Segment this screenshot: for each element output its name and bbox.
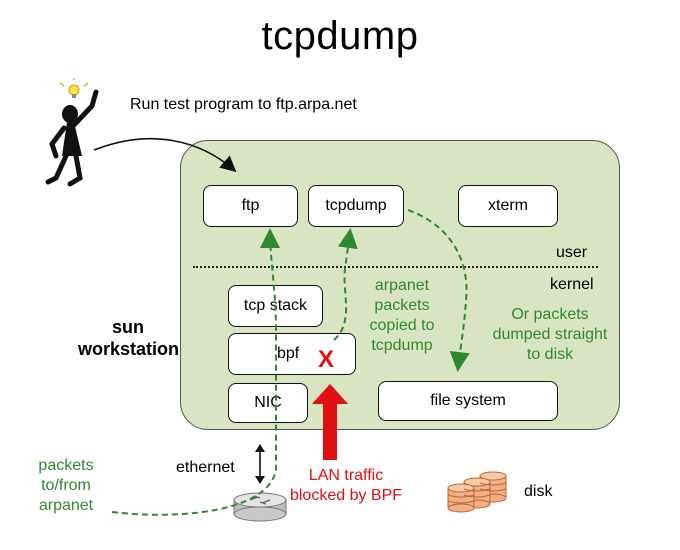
arpanet-note-line: to/from	[41, 477, 91, 494]
user-space-label: user	[556, 244, 588, 261]
router-icon	[233, 492, 287, 522]
blocked-note-line: LAN traffic	[308, 467, 384, 484]
dumped-note-line: to disk	[526, 346, 574, 363]
arpanet-note-line: packets	[38, 457, 94, 474]
dumped-note-line: dumped straight	[492, 326, 608, 343]
copied-note-line: tcpdump	[371, 337, 433, 354]
workstation-label: sun workstation	[78, 316, 180, 360]
tcp-stack-box: tcp stack	[228, 285, 323, 327]
blocked-note: LAN traffic blocked by BPF	[286, 466, 406, 506]
user-kernel-divider	[193, 266, 598, 268]
dumped-note-line: Or packets	[511, 306, 589, 323]
ftp-box: ftp	[203, 185, 298, 227]
tcpdump-box: tcpdump	[308, 185, 404, 227]
blocked-x-mark: X	[318, 346, 335, 373]
workstation-label-line: sun	[111, 317, 144, 337]
arpanet-note-line: arpanet	[38, 497, 94, 514]
file-system-box: file system	[378, 381, 558, 421]
lightbulb-icon	[59, 78, 89, 98]
bpf-box: bpf	[228, 333, 356, 375]
nic-box: NIC	[228, 383, 308, 423]
page-title: tcpdump	[261, 14, 419, 58]
ethernet-label: ethernet	[176, 459, 235, 476]
xterm-box: xterm	[458, 185, 558, 227]
disk-label: disk	[524, 483, 553, 500]
blocked-note-line: blocked by BPF	[289, 487, 403, 504]
disk-stack-icon	[447, 471, 507, 513]
ethernet-link-arrow	[255, 444, 265, 484]
kernel-space-label: kernel	[550, 276, 594, 293]
caption: Run test program to ftp.arpa.net	[130, 96, 357, 113]
copied-note: arpanet packets copied to tcpdump	[362, 276, 442, 356]
workstation-label-line: workstation	[78, 339, 180, 359]
copied-note-line: packets	[374, 297, 430, 314]
copied-note-line: arpanet	[374, 277, 430, 294]
dumped-note: Or packets dumped straight to disk	[480, 305, 620, 365]
arpanet-note: packets to/from arpanet	[24, 456, 108, 516]
copied-note-line: copied to	[369, 317, 435, 334]
stick-figure-icon	[45, 78, 99, 187]
